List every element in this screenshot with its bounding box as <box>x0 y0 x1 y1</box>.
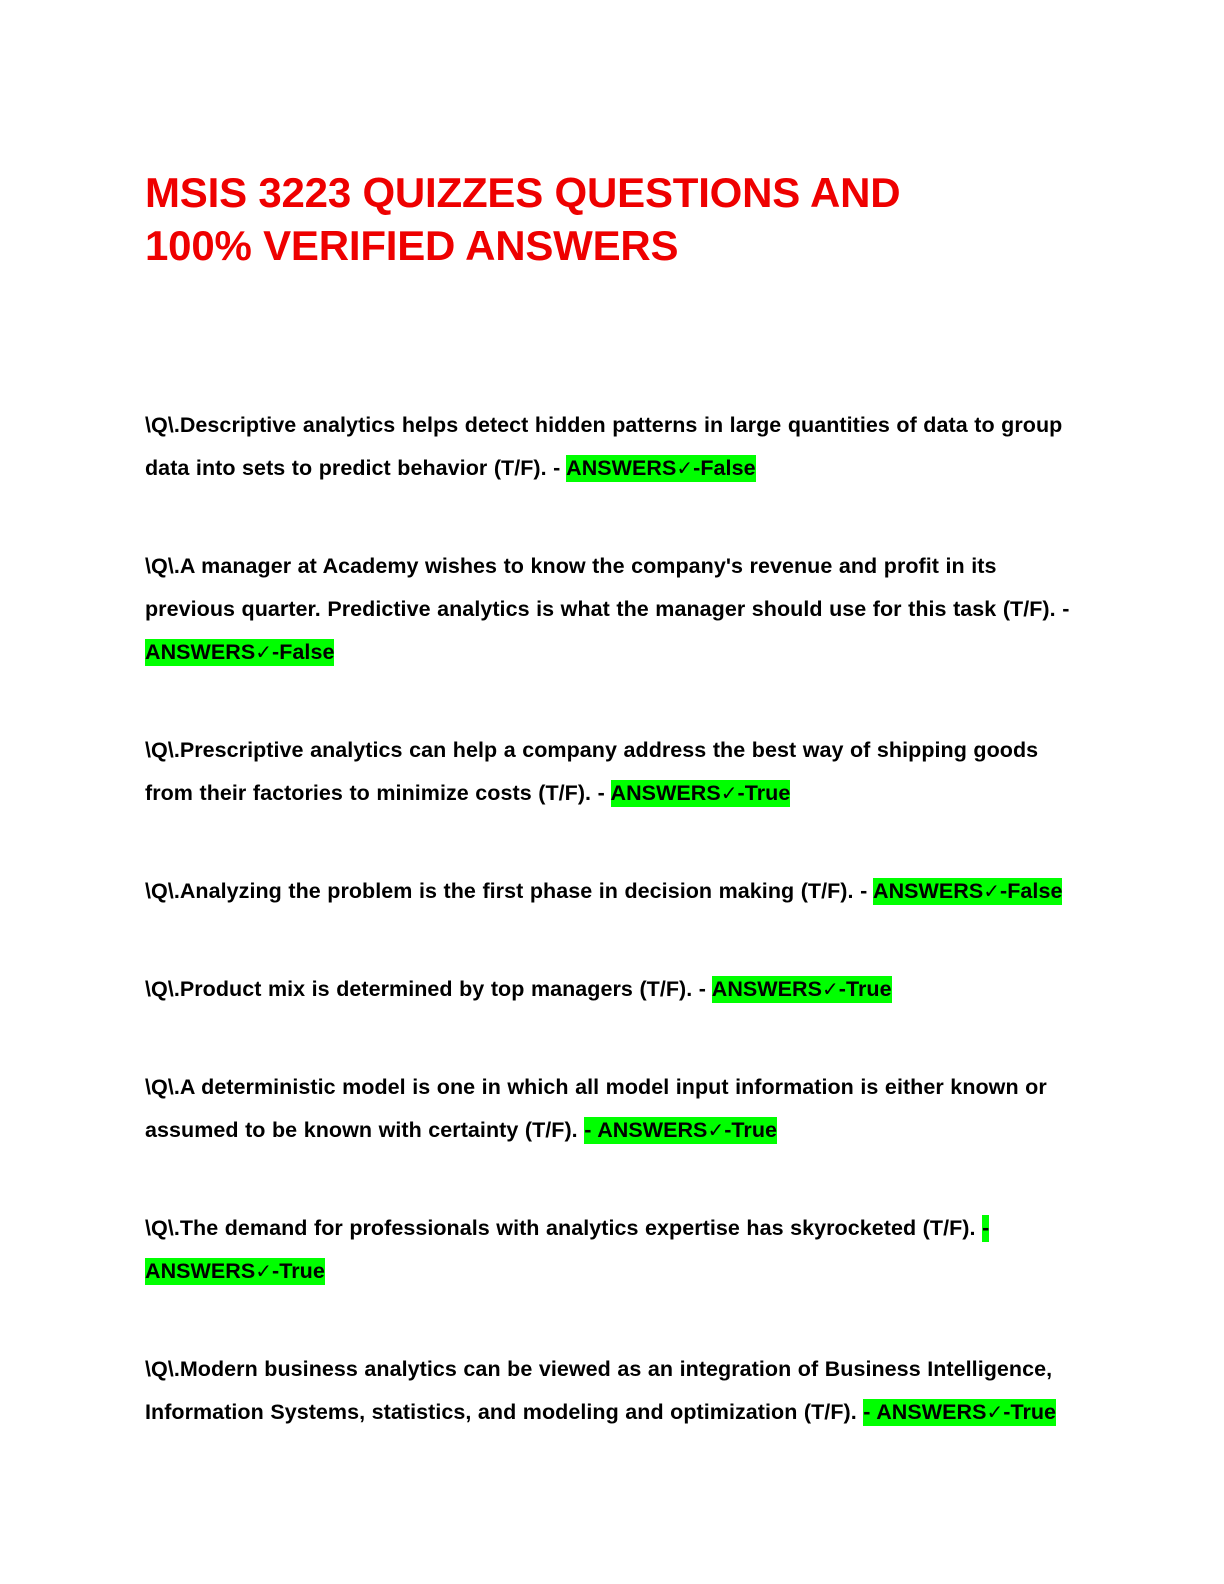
answer-value: -True <box>1003 1400 1057 1424</box>
answer-dash: - <box>584 1118 598 1142</box>
question-text: Prescriptive analytics can help a compan… <box>145 738 1039 805</box>
answer-highlight: - ANSWERS✓-True <box>863 1399 1057 1426</box>
answer-highlight: ANSWERS✓-False <box>566 455 756 482</box>
question-prefix: \Q\. <box>145 738 180 762</box>
answer-highlight: - ANSWERS✓-True <box>584 1117 778 1144</box>
answer-highlight: ANSWERS✓-True <box>711 976 892 1003</box>
answer-value: -False <box>1000 879 1063 903</box>
answer-label: ANSWERS <box>711 977 822 1001</box>
question-answer-item: \Q\.Modern business analytics can be vie… <box>145 1348 1080 1434</box>
answer-value: -True <box>724 1118 778 1142</box>
answer-label: ANSWERS <box>145 640 256 664</box>
question-answer-item: \Q\.A deterministic model is one in whic… <box>145 1066 1080 1152</box>
answer-label: ANSWERS <box>610 781 721 805</box>
question-answer-list: \Q\.Descriptive analytics helps detect h… <box>145 404 1080 1434</box>
question-answer-separator: - <box>546 456 567 480</box>
question-text: The demand for professionals with analyt… <box>179 1216 976 1240</box>
question-answer-item: \Q\.Descriptive analytics helps detect h… <box>145 404 1080 490</box>
question-text: Analyzing the problem is the first phase… <box>179 879 854 903</box>
answer-value: -True <box>272 1259 325 1283</box>
question-answer-item: \Q\.A manager at Academy wishes to know … <box>145 545 1080 674</box>
question-prefix: \Q\. <box>145 554 180 578</box>
check-icon: ✓ <box>676 456 694 480</box>
question-prefix: \Q\. <box>145 1357 180 1381</box>
answer-label: ANSWERS <box>873 879 984 903</box>
question-text: Descriptive analytics helps detect hidde… <box>145 413 1063 480</box>
check-icon: ✓ <box>983 879 1001 903</box>
question-answer-item: \Q\.The demand for professionals with an… <box>145 1207 1080 1293</box>
answer-value: -True <box>838 977 892 1001</box>
answer-dash: - <box>863 1400 877 1424</box>
question-answer-item: \Q\.Product mix is determined by top man… <box>145 968 1080 1011</box>
answer-value: -False <box>693 456 756 480</box>
question-prefix: \Q\. <box>145 977 180 1001</box>
answer-dash: - <box>982 1216 990 1240</box>
check-icon: ✓ <box>822 977 839 1001</box>
answer-highlight: ANSWERS✓-False <box>145 639 335 666</box>
check-icon: ✓ <box>986 1400 1004 1424</box>
question-prefix: \Q\. <box>145 879 180 903</box>
question-prefix: \Q\. <box>145 1216 180 1240</box>
answer-value: -False <box>272 640 335 664</box>
answer-label: ANSWERS <box>566 456 677 480</box>
question-answer-separator: - <box>591 781 611 805</box>
question-text: Product mix is determined by top manager… <box>179 977 693 1001</box>
question-prefix: \Q\. <box>145 1075 180 1099</box>
answer-label: ANSWERS <box>145 1259 256 1283</box>
question-text: A deterministic model is one in which al… <box>145 1075 1047 1142</box>
question-answer-item: \Q\.Prescriptive analytics can help a co… <box>145 729 1080 815</box>
answer-highlight: ANSWERS✓-False <box>873 878 1063 905</box>
question-text: A manager at Academy wishes to know the … <box>145 554 1056 621</box>
page-title: MSIS 3223 QUIZZES QUESTIONS AND 100% VER… <box>145 169 912 270</box>
check-icon: ✓ <box>720 781 738 805</box>
answer-value: -True <box>737 781 791 805</box>
check-icon: ✓ <box>707 1118 725 1142</box>
answer-label: ANSWERS <box>876 1400 987 1424</box>
question-answer-separator: - <box>853 879 874 903</box>
question-answer-separator: - <box>692 977 712 1001</box>
question-text: Modern business analytics can be viewed … <box>145 1357 1053 1424</box>
answer-label: ANSWERS <box>597 1118 708 1142</box>
answer-highlight: ANSWERS✓-True <box>610 780 791 807</box>
question-answer-separator: - <box>1055 597 1070 621</box>
question-prefix: \Q\. <box>145 413 180 437</box>
question-answer-item: \Q\.Analyzing the problem is the first p… <box>145 870 1080 913</box>
check-icon: ✓ <box>255 1259 273 1283</box>
check-icon: ✓ <box>255 640 273 664</box>
